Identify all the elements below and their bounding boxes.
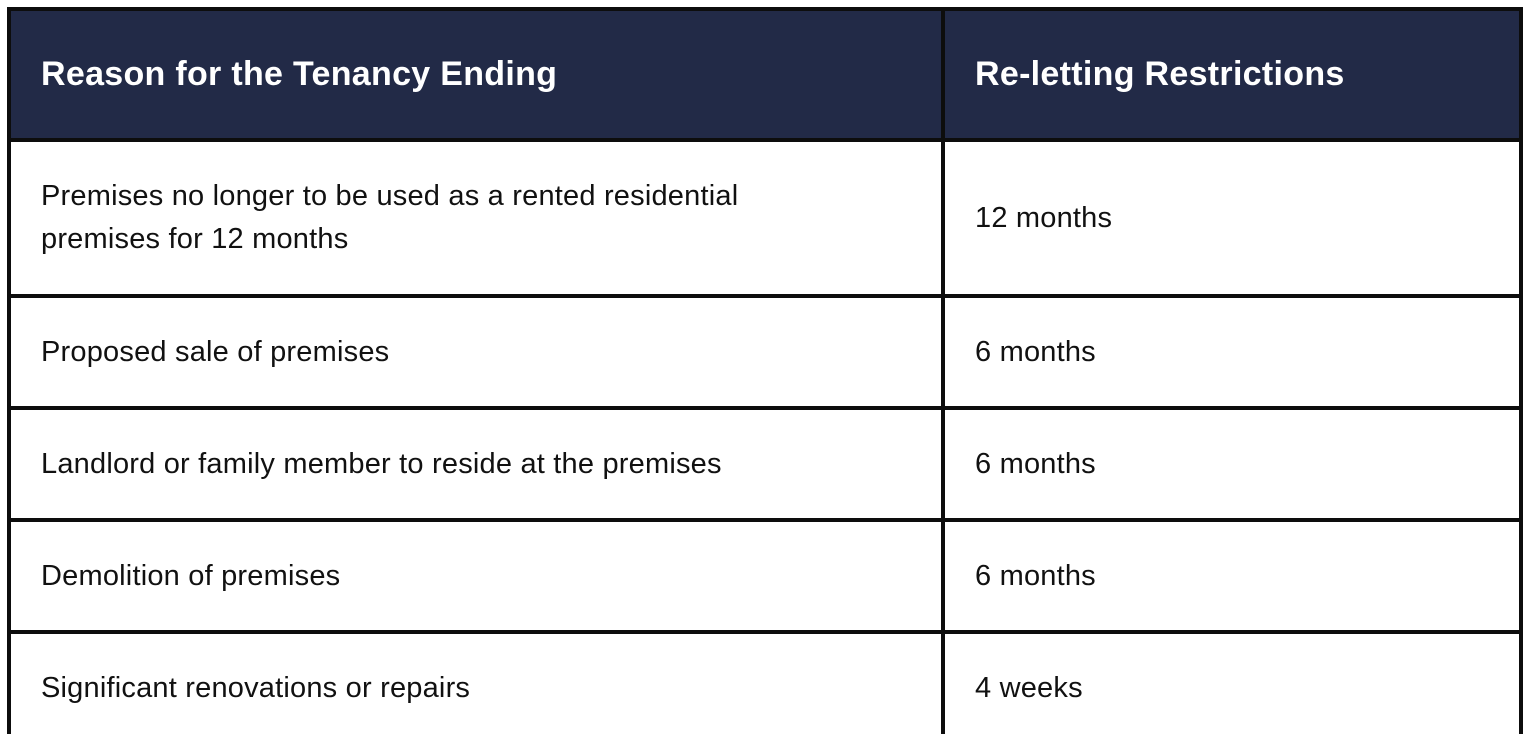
- row-restriction: 4 weeks: [945, 634, 1519, 742]
- row-reason: Demolition of premises: [11, 522, 941, 630]
- row-restriction: 6 months: [945, 522, 1519, 630]
- row-reason: Premises no longer to be used as a rente…: [11, 142, 941, 294]
- row-restriction: 6 months: [945, 298, 1519, 406]
- row-reason: Significant renovations or repairs: [11, 634, 941, 742]
- row-restriction: 12 months: [945, 142, 1519, 294]
- reletting-restrictions-table: Reason for the Tenancy Ending Re-letting…: [7, 7, 1523, 742]
- row-restriction: 6 months: [945, 410, 1519, 518]
- header-restriction: Re-letting Restrictions: [945, 11, 1519, 138]
- row-reason: Landlord or family member to reside at t…: [11, 410, 941, 518]
- row-reason: Proposed sale of premises: [11, 298, 941, 406]
- header-reason: Reason for the Tenancy Ending: [11, 11, 941, 138]
